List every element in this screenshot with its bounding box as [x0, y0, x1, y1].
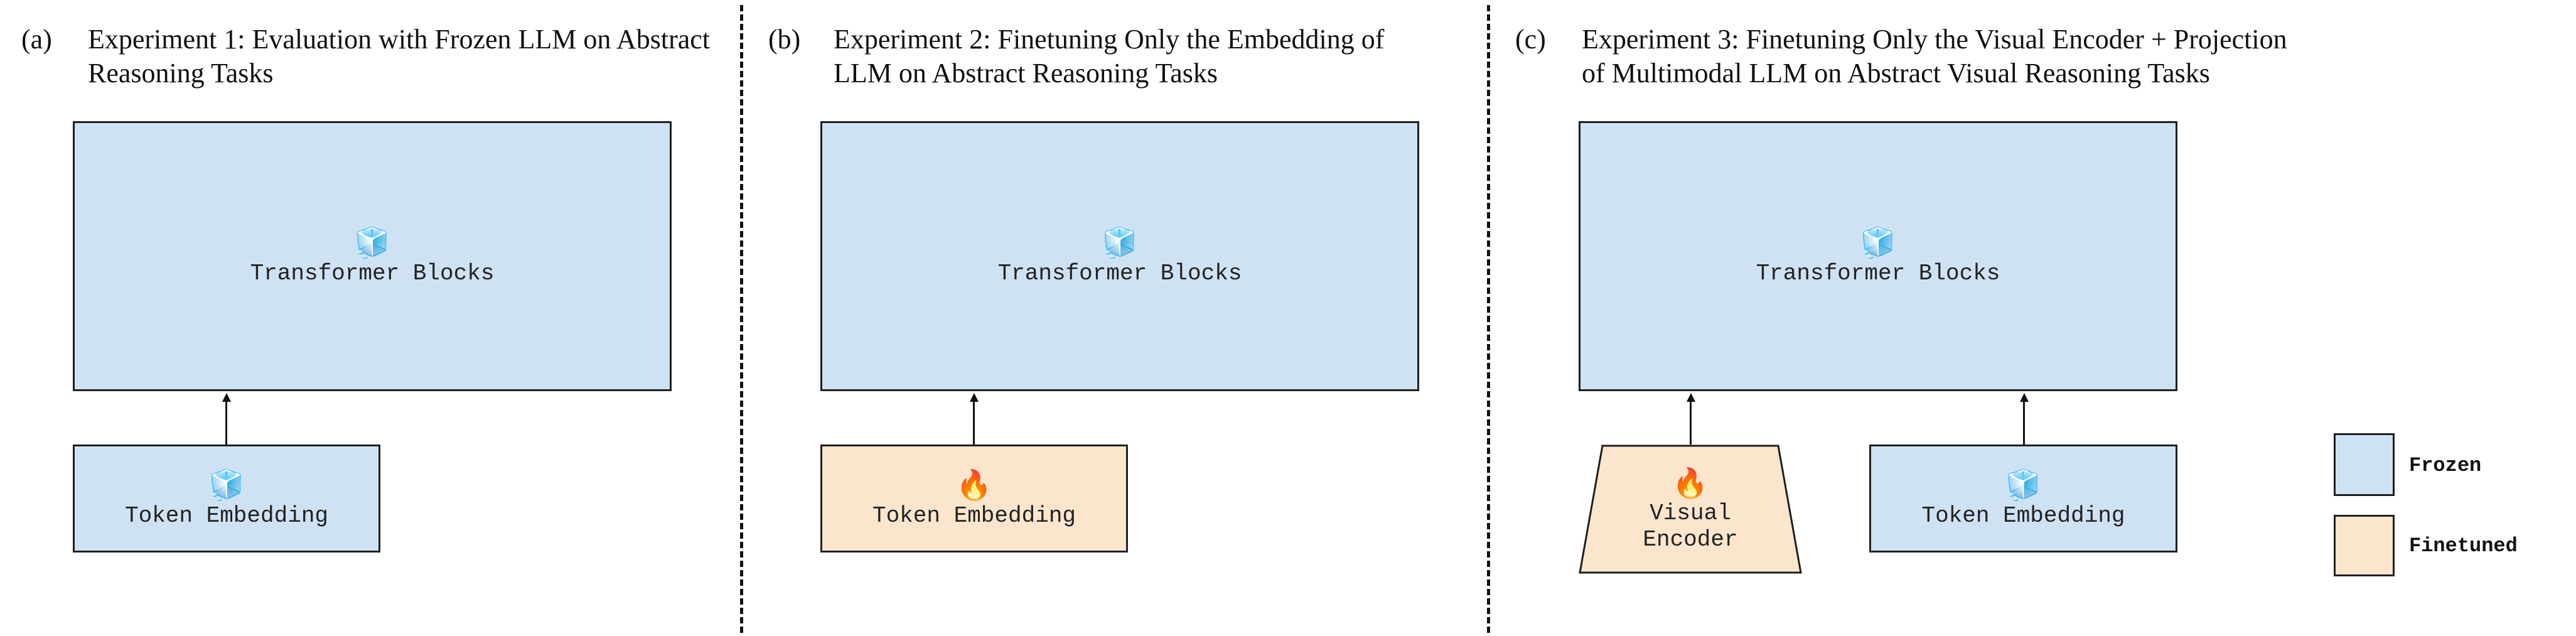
panel-a-arrow — [225, 402, 227, 445]
ice-cube-icon: 🧊 — [1102, 225, 1138, 259]
panel-a-token-embedding: 🧊 Token Embedding — [73, 445, 380, 552]
panel-a-label: (a) — [21, 24, 52, 55]
panel-a-title-line2: Reasoning Tasks — [88, 58, 274, 89]
token-embedding-label: Token Embedding — [124, 503, 329, 529]
panel-a-title: Experiment 1: Evaluation with Frozen LLM… — [88, 23, 710, 90]
panel-b-token-embedding: 🔥 Token Embedding — [820, 445, 1128, 552]
divider-ab — [740, 5, 743, 633]
fire-icon: 🔥 — [956, 468, 992, 502]
legend-frozen-swatch — [2334, 433, 2395, 496]
ice-cube-icon: 🧊 — [1860, 225, 1896, 259]
panel-c-transformer-blocks: 🧊 Transformer Blocks — [1579, 121, 2177, 391]
visual-encoder-label-line1: Visual — [1650, 500, 1731, 526]
panel-c-label: (c) — [1515, 24, 1546, 55]
panel-b-title: Experiment 2: Finetuning Only the Embedd… — [834, 23, 1384, 90]
panel-c-token-arrow-head — [2020, 393, 2029, 402]
panel-c-token-arrow — [2023, 402, 2025, 445]
ice-cube-icon: 🧊 — [354, 225, 390, 259]
visual-encoder-shape — [1579, 445, 1802, 574]
legend-finetuned-label: Finetuned — [2409, 534, 2518, 558]
fire-icon: 🔥 — [1672, 466, 1709, 500]
transformer-blocks-label: Transformer Blocks — [1756, 261, 2000, 286]
divider-bc — [1487, 5, 1490, 633]
panel-c-visual-arrow-head — [1687, 393, 1695, 402]
visual-encoder-label-line2: Encoder — [1643, 527, 1738, 552]
legend-finetuned-swatch — [2334, 515, 2395, 576]
panel-b-title-line2: LLM on Abstract Reasoning Tasks — [834, 58, 1218, 89]
panel-a-arrow-head — [222, 393, 231, 402]
token-embedding-label: Token Embedding — [872, 503, 1076, 529]
panel-b-transformer-blocks: 🧊 Transformer Blocks — [820, 121, 1419, 391]
transformer-blocks-label: Transformer Blocks — [250, 261, 495, 286]
panel-a-title-line1: Experiment 1: Evaluation with Frozen LLM… — [88, 24, 711, 55]
panel-a-transformer-blocks: 🧊 Transformer Blocks — [73, 121, 672, 391]
panel-c-title-line2: of Multimodal LLM on Abstract Visual Rea… — [1582, 58, 2210, 89]
legend-frozen-label: Frozen — [2409, 454, 2482, 477]
panel-b-arrow — [973, 402, 975, 445]
visual-encoder-content: 🔥 Visual Encoder — [1579, 445, 1802, 574]
panel-c-visual-encoder: 🔥 Visual Encoder — [1579, 445, 1802, 574]
panel-c-token-embedding: 🧊 Token Embedding — [1869, 445, 2177, 552]
ice-cube-icon: 🧊 — [208, 468, 245, 502]
panel-c-title: Experiment 3: Finetuning Only the Visual… — [1582, 23, 2287, 90]
panel-c-visual-arrow — [1690, 402, 1692, 445]
ice-cube-icon: 🧊 — [2005, 468, 2042, 502]
panel-b-title-line1: Experiment 2: Finetuning Only the Embedd… — [834, 24, 1385, 55]
panel-b-arrow-head — [970, 393, 979, 402]
panel-c-title-line1: Experiment 3: Finetuning Only the Visual… — [1582, 24, 2287, 55]
transformer-blocks-label: Transformer Blocks — [997, 261, 1242, 286]
token-embedding-label: Token Embedding — [1921, 503, 2125, 529]
panel-b-label: (b) — [768, 24, 801, 55]
